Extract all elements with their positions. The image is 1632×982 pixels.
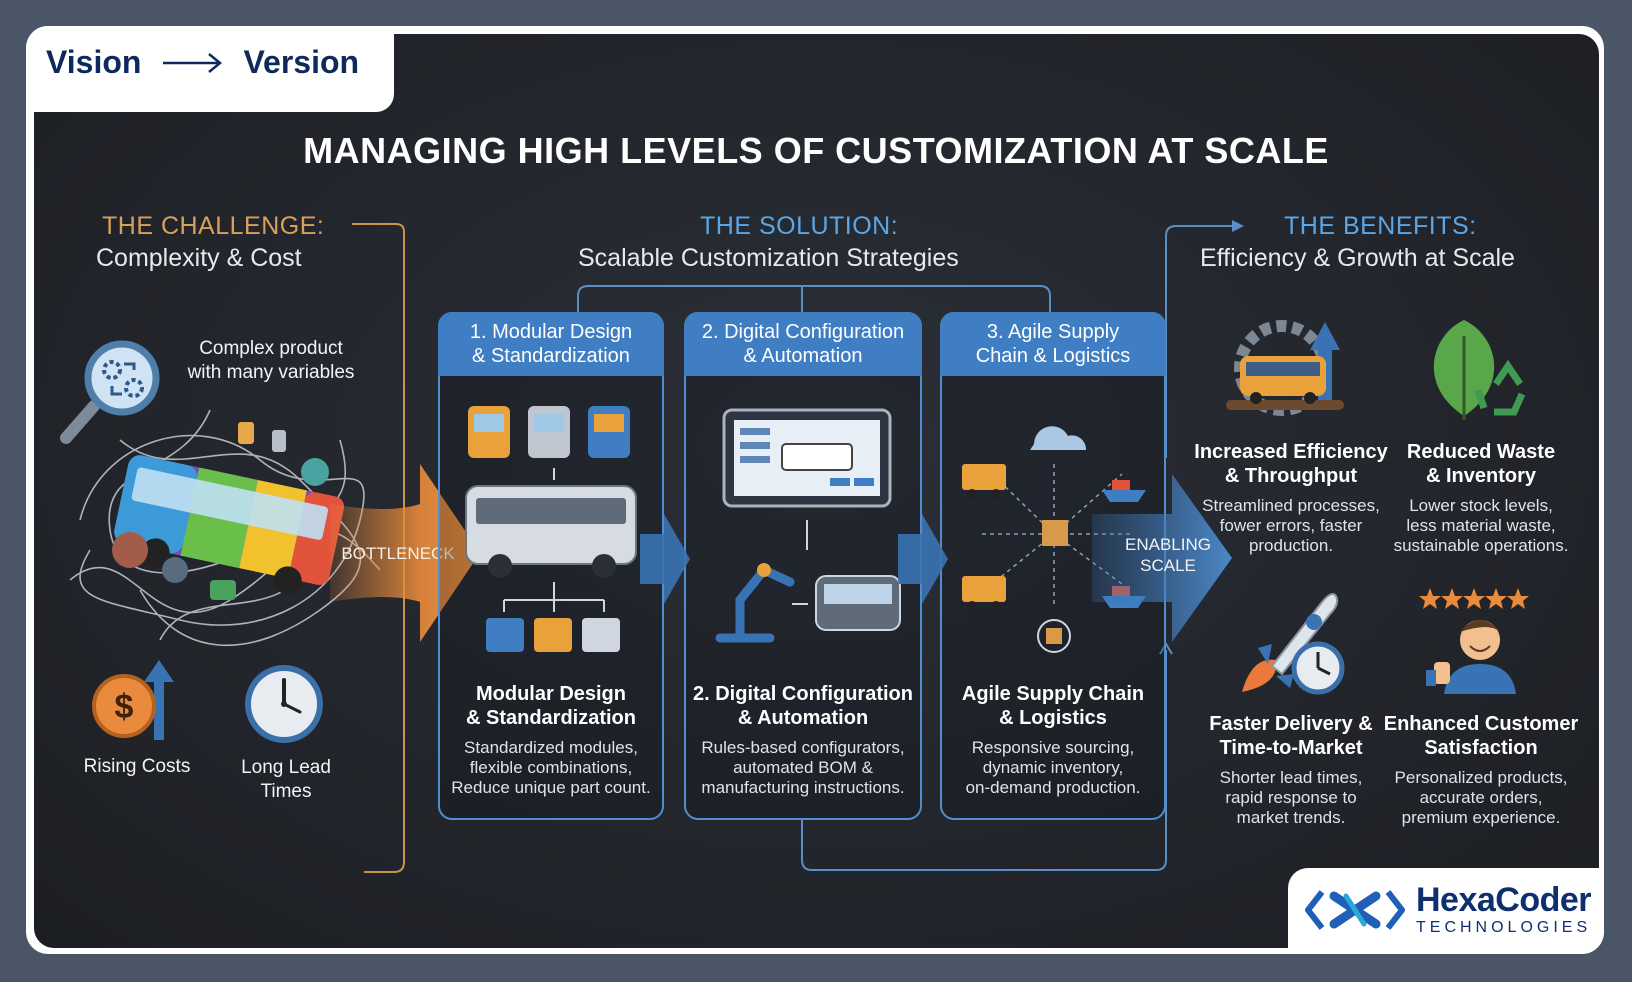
header-tab [26, 26, 394, 112]
card-title: 2. Digital Configuration & Automation [693, 683, 913, 729]
vision-version-header: Vision Version [46, 44, 359, 81]
rising-costs-label: Rising Costs [83, 756, 191, 777]
benefit-description: Lower stock levels, less material waste,… [1393, 496, 1569, 555]
benefits-heading: THE BENEFITS: [1284, 212, 1477, 240]
solution-card-modular: 1. Modular Design & Standardization Modu… [438, 312, 664, 820]
complex-product-label: Complex product with many variables [187, 338, 355, 383]
card-title: Agile Supply Chain & Logistics [961, 683, 1145, 729]
challenge-subheading: Complexity & Cost [96, 244, 302, 272]
card-description: Standardized modules, flexible combinati… [451, 738, 651, 797]
enabling-scale-label: ENABLING SCALE [1125, 535, 1211, 575]
bottleneck-arrow [330, 464, 480, 642]
benefit-title: Reduced Waste & Inventory [1406, 441, 1556, 487]
leaf-recycle-icon [1433, 320, 1526, 420]
bottleneck-label: BOTTLENECK [341, 544, 455, 563]
benefits-subheading: Efficiency & Growth at Scale [1200, 244, 1515, 272]
solution-heading: THE SOLUTION: [700, 212, 899, 240]
solution-subheading: Scalable Customization Strategies [578, 244, 959, 272]
rocket-clock-icon [1242, 593, 1345, 695]
logo-box [1288, 868, 1604, 954]
hexacoder-logo: HexaCoder TECHNOLOGIES [1305, 881, 1592, 937]
clock-icon [245, 665, 323, 743]
benefit-description: Personalized products, accurate orders, … [1394, 768, 1568, 827]
benefit-title: Faster Delivery & Time-to-Market [1209, 713, 1373, 759]
modular-parts-icon [465, 406, 637, 652]
benefit-title: Enhanced Customer Satisfaction [1383, 713, 1579, 759]
solution-card-digital: 2. Digital Configuration & Automation 2.… [684, 312, 922, 820]
enabling-scale-arrow [1092, 474, 1232, 642]
chevron-right-icon [898, 514, 948, 604]
logo-brand: HexaCoder [1416, 881, 1592, 919]
long-lead-times-label: Long Lead Times [241, 757, 331, 802]
solution-card-supply-chain: 3. Agile Supply Chain & Logistics Agile … [940, 312, 1166, 820]
card-header: 1. Modular Design & Standardization [438, 312, 664, 376]
tangled-complexity-icon [69, 409, 381, 647]
efficiency-bus-gear-icon [1226, 320, 1344, 416]
arrow-right-icon [163, 52, 223, 73]
card-description: Responsive sourcing, dynamic inventory, … [965, 738, 1141, 797]
magnifier-gears-icon [60, 340, 160, 444]
benefit-title: Increased Efficiency & Throughput [1194, 441, 1388, 487]
customer-satisfaction-icon [1419, 588, 1529, 694]
hexacoder-logo-icon [1305, 890, 1405, 930]
card-description: Rules-based configurators, automated BOM… [701, 738, 905, 797]
page-title: MANAGING HIGH LEVELS OF CUSTOMIZATION AT… [303, 130, 1329, 171]
card-header: 2. Digital Configuration & Automation [684, 312, 922, 376]
card-header: 3. Agile Supply Chain & Logistics [940, 312, 1166, 376]
logo-subtitle: TECHNOLOGIES [1416, 919, 1592, 936]
svg-text:$: $ [115, 688, 134, 726]
chevron-right-icon [640, 514, 690, 604]
vision-label: Vision [46, 44, 142, 80]
benefit-description: Shorter lead times, rapid response to ma… [1219, 768, 1363, 827]
version-label: Version [243, 44, 360, 80]
benefit-description: Streamlined processes, fower errors, fas… [1202, 496, 1380, 555]
rising-costs-icon: $ [92, 660, 174, 740]
card-title: Modular Design & Standardization [465, 683, 636, 729]
challenge-heading: THE CHALLENGE: [102, 212, 325, 240]
digital-config-icon [715, 408, 901, 643]
